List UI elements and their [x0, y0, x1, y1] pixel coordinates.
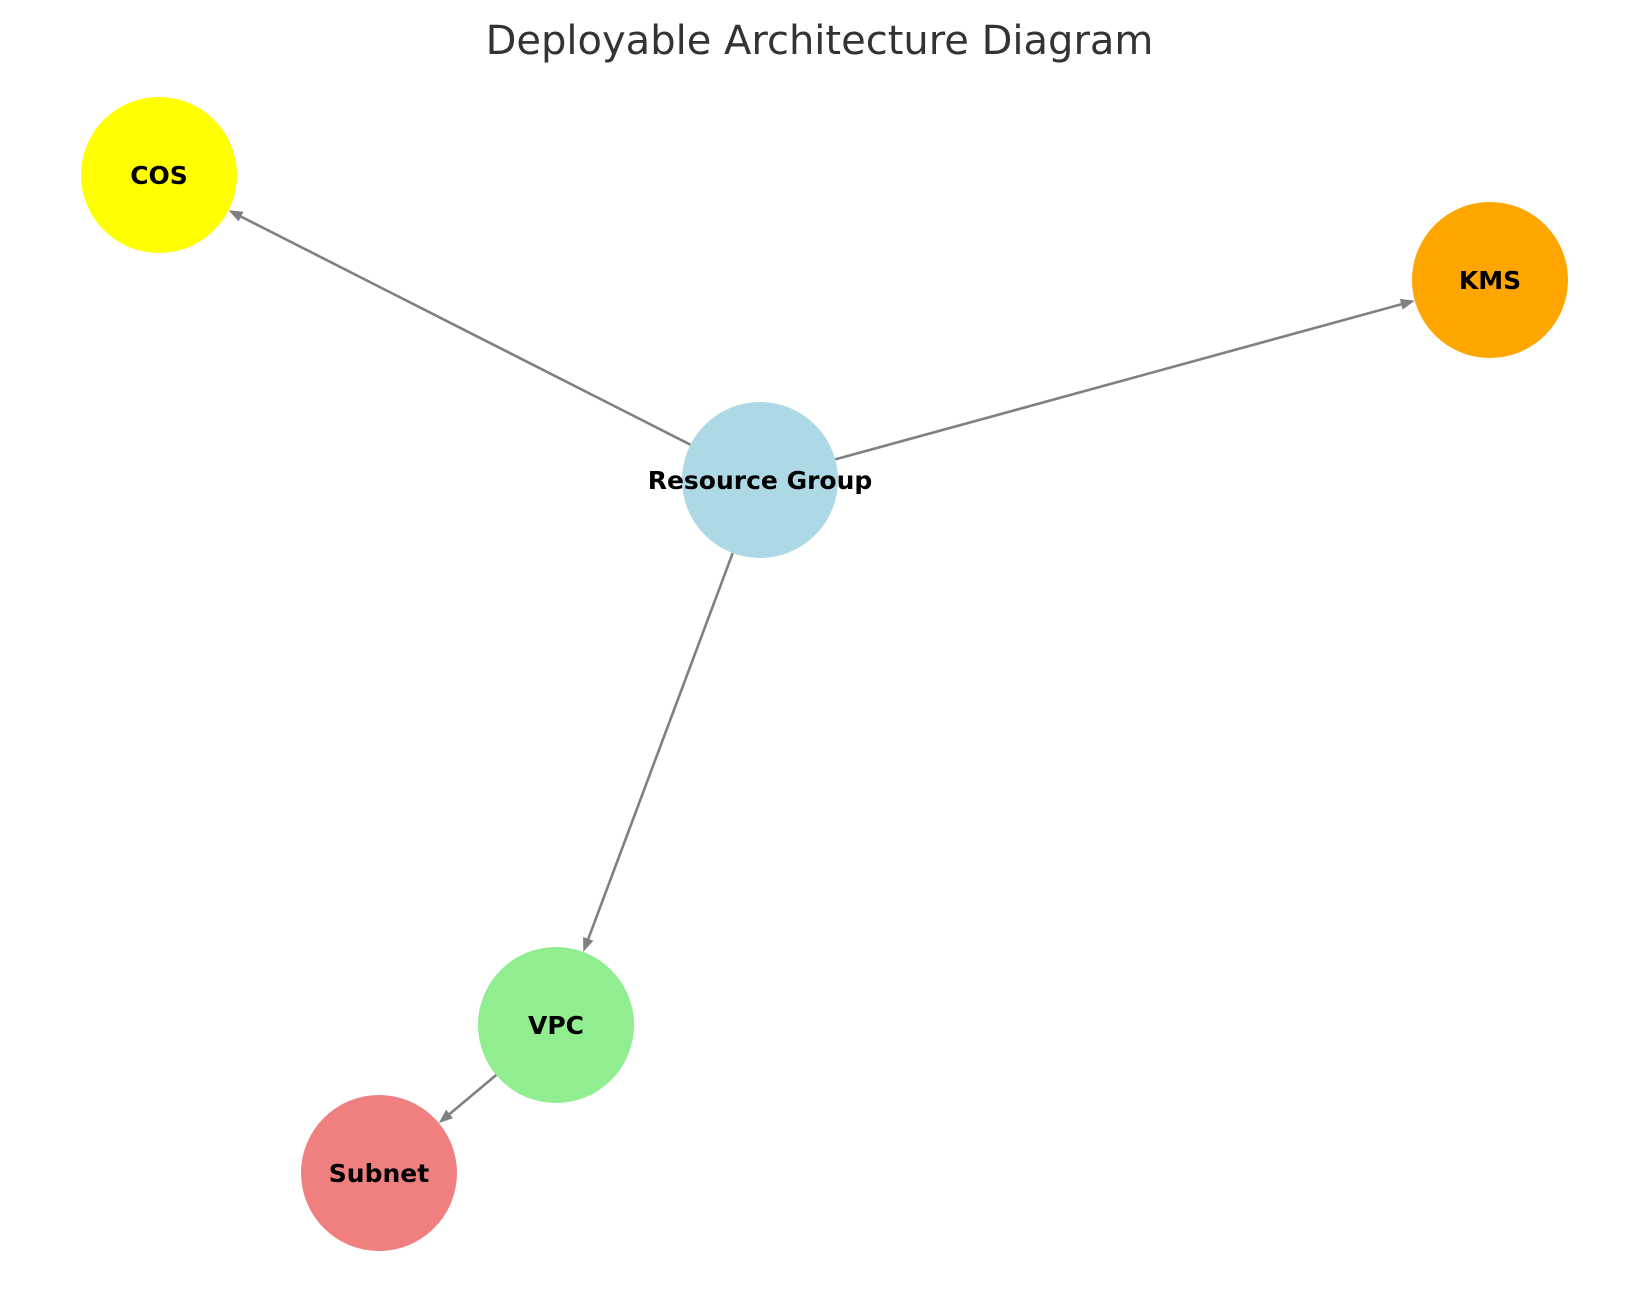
- node-circle: [682, 402, 838, 558]
- node-circle: [1412, 202, 1568, 358]
- node-circle: [301, 1095, 457, 1251]
- edge-arrowhead: [438, 1109, 454, 1123]
- edge-line: [240, 215, 691, 446]
- node-resource-group: Resource Group: [648, 402, 873, 558]
- edge-arrowhead: [1399, 299, 1415, 310]
- node-circle: [81, 97, 237, 253]
- edge-resource_group-to-cos: [228, 210, 691, 446]
- edge-resource_group-to-vpc: [583, 552, 734, 952]
- node-subnet: Subnet: [301, 1095, 457, 1251]
- node-circle: [478, 947, 634, 1103]
- edge-resource_group-to-kms: [834, 299, 1415, 461]
- node-label: Subnet: [329, 1159, 429, 1188]
- node-label: COS: [130, 161, 188, 190]
- node-cos: COS: [81, 97, 237, 253]
- edge-arrowhead: [583, 936, 594, 952]
- edge-arrowhead: [228, 210, 244, 222]
- edge-vpc-to-subnet: [438, 1074, 498, 1123]
- edges-layer: [228, 210, 1415, 1123]
- node-label: KMS: [1459, 266, 1521, 295]
- edge-line: [834, 303, 1402, 461]
- node-label: VPC: [528, 1011, 584, 1040]
- diagram-title: Deployable Architecture Diagram: [486, 18, 1154, 64]
- node-kms: KMS: [1412, 202, 1568, 358]
- node-vpc: VPC: [478, 947, 634, 1103]
- nodes-layer: Resource Group COS KMS VPC Subnet: [81, 97, 1568, 1251]
- node-label: Resource Group: [648, 466, 873, 495]
- edge-line: [448, 1074, 498, 1115]
- edge-line: [587, 552, 734, 940]
